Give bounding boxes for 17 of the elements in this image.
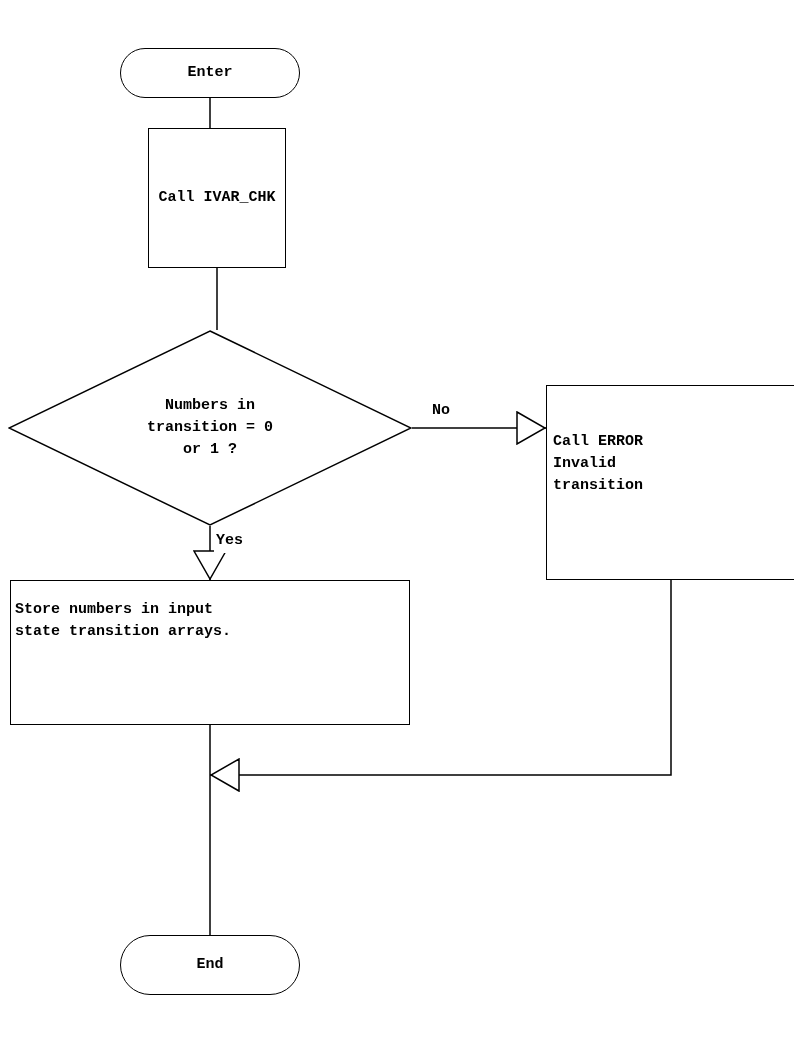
node-text: Numbers in transition = 0 or 1 ? [146,396,274,460]
arrow [209,579,672,792]
arrow [411,411,547,445]
process-box [546,385,794,580]
node-text: Call IVAR_CHK [158,188,276,208]
connector-line [209,724,211,936]
process-box [148,128,286,268]
node-text: End [196,955,224,975]
decision-diamond [8,330,412,526]
connector-line [216,267,218,331]
node-text: Call ERROR [553,432,643,452]
arrow [193,525,227,581]
node-text: Store numbers in input state transition arrays. [15,600,233,642]
node-text: Enter [187,63,233,83]
connector-line [209,97,211,129]
node-text: Invalid transition [553,454,644,496]
process-box [10,580,410,725]
